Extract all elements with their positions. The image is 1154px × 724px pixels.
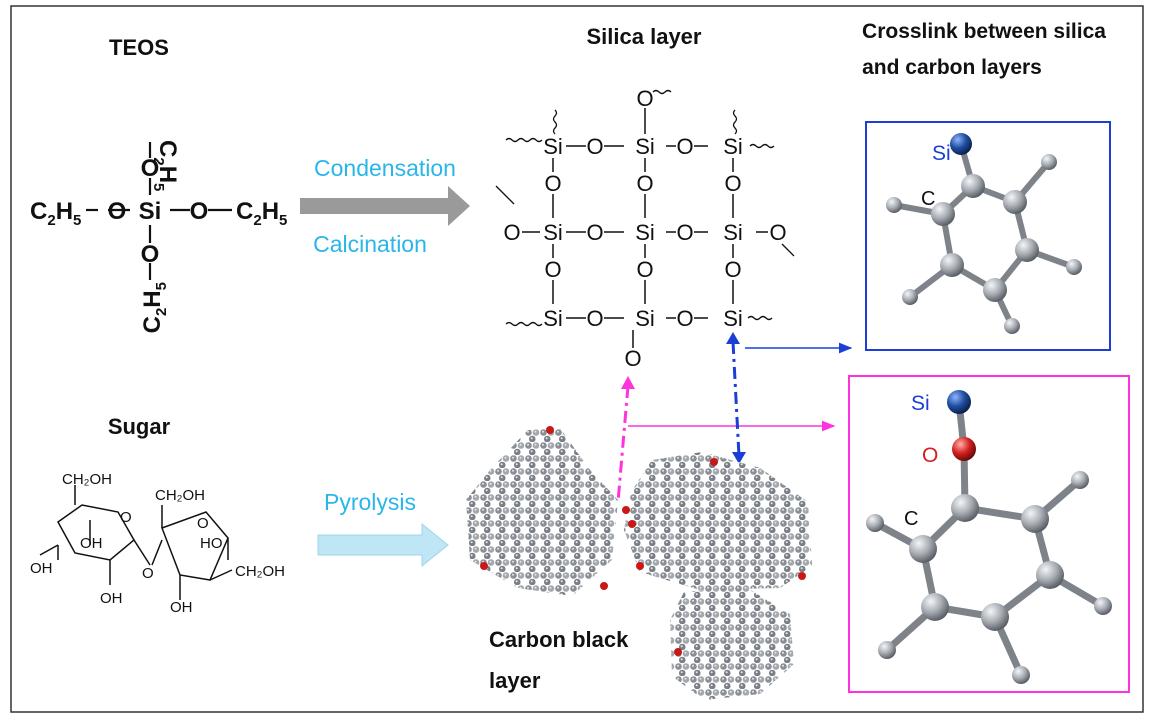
teos-o-right: O (190, 198, 209, 225)
silica-si: Si (543, 306, 563, 331)
teos-o-top: O (141, 155, 160, 182)
blue-dashdot-head-down (732, 452, 746, 464)
silica-si: Si (635, 306, 655, 331)
teos-atoms: Si O O O O C2H5 C2H5 C2H5 C2H5 (30, 140, 287, 333)
graphene-sheet-bottom (670, 586, 794, 700)
silica-o: O (636, 257, 653, 282)
silica-o: O (503, 220, 520, 245)
silica-o: O (586, 134, 603, 159)
pyrolysis-arrow (317, 522, 449, 568)
blue-dashdot-head-up (726, 332, 740, 344)
teos-ethyl-left: C2H5 (30, 198, 81, 229)
silica-o: O (676, 306, 693, 331)
silica-si: Si (635, 220, 655, 245)
box2-c-label: C (904, 508, 918, 530)
silica-o: O (586, 306, 603, 331)
silica-network: Si Si Si Si Si Si Si Si Si O O O O O O O… (495, 86, 795, 371)
silica-o: O (724, 257, 741, 282)
si-c-crosslink-box (865, 121, 1111, 351)
sucrose-ch2oh-top: CH₂OH (155, 487, 205, 504)
sucrose-oh: OH (170, 599, 193, 616)
silica-o: O (636, 86, 653, 111)
graphene-sheet-right (624, 452, 812, 590)
si-o-c-atoms (866, 390, 1112, 684)
si-c-atoms (886, 133, 1082, 334)
sucrose-ch2oh-right: CH₂OH (235, 563, 285, 580)
silica-o: O (636, 171, 653, 196)
teos-molecule (86, 142, 232, 280)
box2-si-label: Si (911, 392, 930, 415)
crosslink-title-line1: Crosslink between silica (862, 20, 1106, 43)
silica-o: O (544, 257, 561, 282)
silica-title: Silica layer (587, 24, 702, 49)
pyrolysis-label: Pyrolysis (324, 489, 416, 515)
sucrose-ch2oh-left: CH₂OH (62, 471, 112, 488)
box1-c-label: C (921, 188, 935, 210)
sucrose-o: O (142, 565, 154, 582)
magenta-dashdot-head (621, 376, 635, 389)
silica-o: O (769, 220, 786, 245)
graphene-sheet-left (466, 428, 618, 596)
teos-ethyl-right: C2H5 (236, 198, 287, 229)
box2-o-label: O (922, 444, 938, 467)
sucrose-labels: CH₂OH CH₂OH CH₂OH OH OH OH OH O O O HO (30, 471, 285, 616)
sucrose-oh: OH (100, 590, 123, 607)
silica-si: Si (635, 134, 655, 159)
silica-o: O (676, 134, 693, 159)
teos-ethyl-bottom: C2H5 (139, 282, 170, 333)
calcination-label: Calcination (313, 231, 427, 257)
teos-title: TEOS (109, 35, 169, 60)
sugar-title: Sugar (108, 414, 171, 439)
sucrose-o: O (197, 515, 209, 532)
carbon-black-sheets (466, 426, 812, 700)
silica-o: O (724, 171, 741, 196)
carbon-title-line1: Carbon black (489, 627, 629, 652)
teos-o-left: O (108, 198, 127, 225)
silica-si: Si (543, 220, 563, 245)
box1-si-label: Si (932, 142, 951, 165)
silica-o: O (624, 346, 641, 371)
blue-dashdot-link (731, 341, 741, 457)
silica-si: Si (723, 220, 743, 245)
sucrose-oh: OH (80, 535, 103, 552)
silica-si: Si (723, 134, 743, 159)
sucrose-structure (39, 485, 233, 600)
condensation-label: Condensation (314, 155, 456, 181)
sucrose-oh: OH (30, 560, 53, 577)
teos-ethyl-top: C2H5 (150, 140, 181, 191)
teos-o-bottom: O (141, 241, 160, 268)
outer-border (10, 5, 1144, 713)
silica-o: O (586, 220, 603, 245)
magenta-dashdot-link (616, 385, 630, 503)
sucrose-ho: HO (200, 535, 223, 552)
silica-o: O (544, 171, 561, 196)
condensation-arrow (300, 186, 470, 226)
silica-si: Si (543, 134, 563, 159)
carbon-title-line2: layer (489, 668, 541, 693)
teos-si: Si (139, 198, 162, 225)
crosslink-title-line2: and carbon layers (862, 56, 1042, 79)
silica-o: O (676, 220, 693, 245)
silica-si: Si (723, 306, 743, 331)
sucrose-o: O (120, 509, 132, 526)
